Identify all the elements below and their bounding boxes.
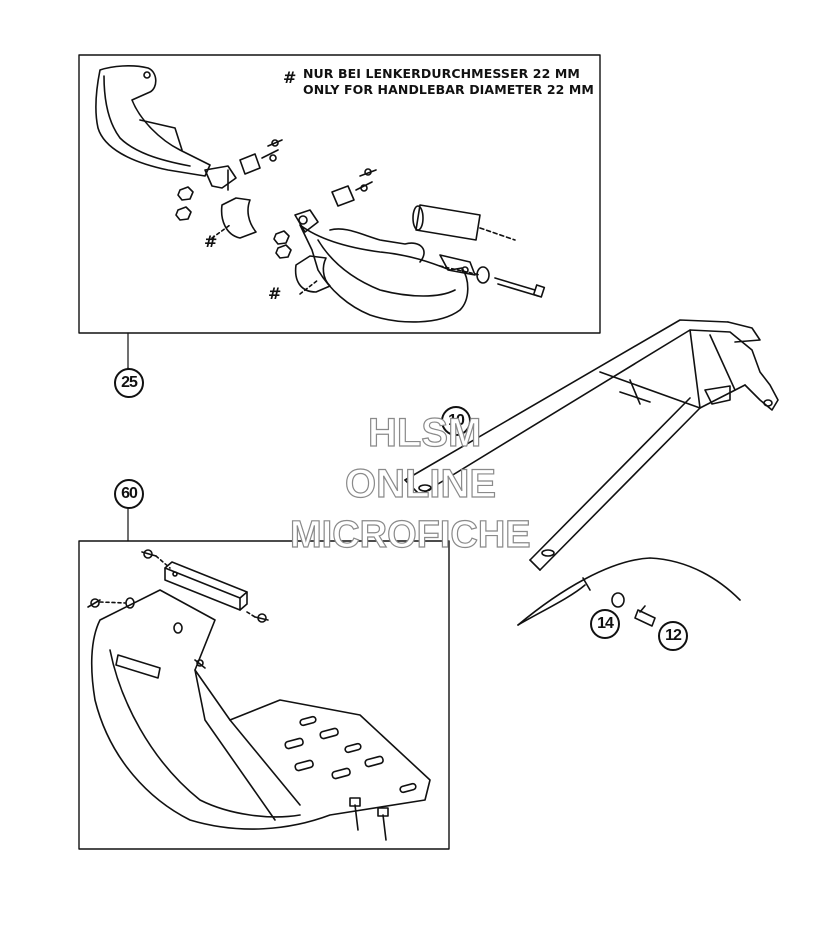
callout-handguard-kit: 25 <box>114 368 144 398</box>
watermark-line-3: MICROFICHE <box>289 513 531 556</box>
skid-plate-kit-frame <box>78 540 450 850</box>
callout-washer: 14 <box>590 609 620 639</box>
right-handguard-drawing <box>294 209 476 323</box>
fender-hardware-drawing <box>611 592 656 627</box>
callout-skid-plate-kit: 60 <box>114 479 144 509</box>
right-clamp-hardware-drawing <box>273 168 377 295</box>
clamp-marker-hash: # <box>204 232 218 251</box>
bar-end-bolt-drawing <box>412 204 546 298</box>
clamp-marker-hash: # <box>268 284 282 303</box>
watermark-line-1: HLSM <box>367 410 482 455</box>
note-line-german: NUR BEI LENKERDURCHMESSER 22 MM <box>303 66 580 81</box>
handguard-kit-frame <box>78 54 601 334</box>
left-handguard-drawing <box>95 65 237 191</box>
watermark-line-2: ONLINE <box>344 461 497 506</box>
left-clamp-hardware-drawing <box>175 139 283 239</box>
rear-fender-drawing <box>517 557 741 626</box>
skid-plate-drawing <box>90 589 431 830</box>
note-line-english: ONLY FOR HANDLEBAR DIAMETER 22 MM <box>303 82 594 97</box>
skid-plate-slots <box>284 715 417 794</box>
callout-rear-rack: 10 <box>441 406 471 436</box>
callout-screw: 12 <box>658 621 688 651</box>
spacer-bar-drawing <box>164 561 248 611</box>
note-hash-symbol: # <box>283 68 297 87</box>
skid-plate-bolts-drawing <box>87 549 389 841</box>
rear-rack-drawing <box>404 319 779 571</box>
